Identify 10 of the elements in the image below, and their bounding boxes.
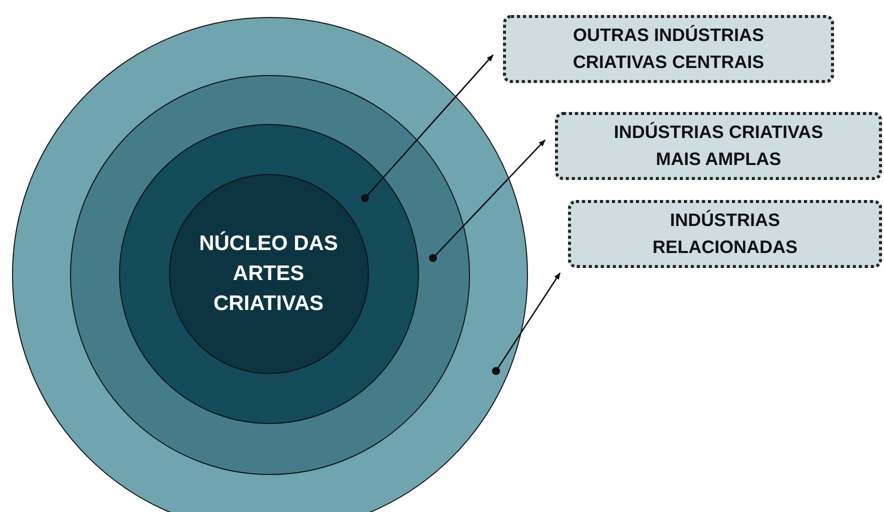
callout-box (555, 112, 882, 180)
callout-label: INDÚSTRIAS RELACIONADAS (651, 209, 798, 259)
leader-arrow (429, 140, 546, 262)
leader-arrow (361, 54, 494, 202)
leader-arrow (492, 272, 561, 375)
callout-box (503, 15, 834, 83)
callout-box (568, 200, 882, 268)
callout-label: OUTRAS INDÚSTRIAS CRIATIVAS CENTRAIS (572, 24, 766, 74)
circle-label: NÚCLEO DAS ARTES CRIATIVAS (198, 230, 339, 316)
callout-label: INDÚSTRIAS CRIATIVAS MAIS AMPLAS (612, 121, 824, 171)
